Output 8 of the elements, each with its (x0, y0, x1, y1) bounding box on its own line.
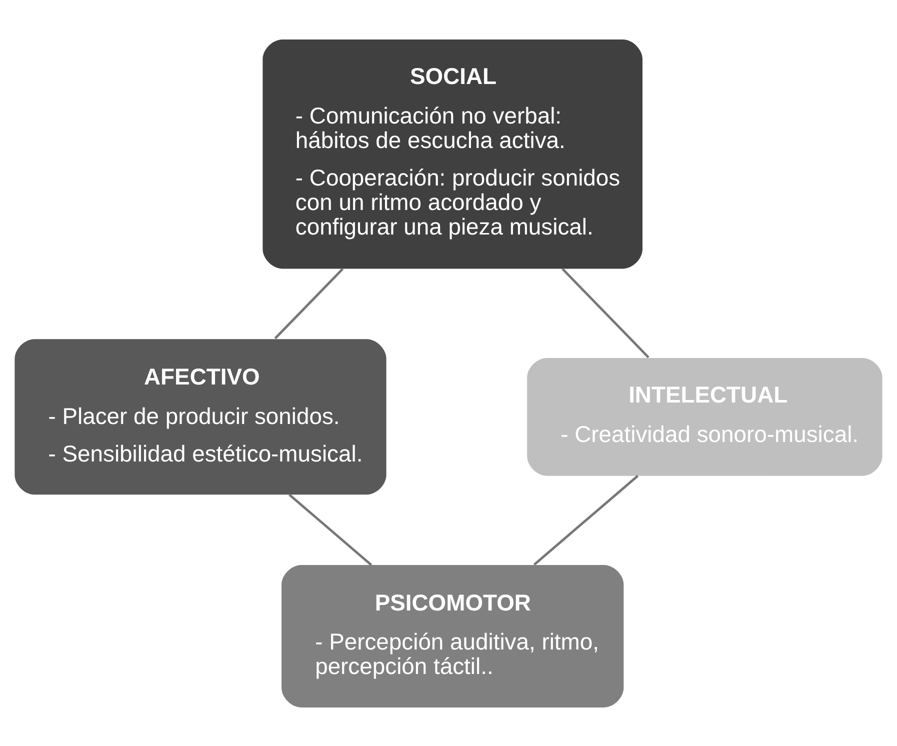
node-box: INTELECTUAL - Creatividad sonoro-musical. (527, 357, 882, 476)
connector (562, 267, 650, 358)
connector (274, 267, 344, 339)
node-box: PSICOMOTOR - Percepción auditiva, ritmo, percepción táctil.. (282, 564, 624, 707)
node-box: SOCIAL - Comunicación no verbal: hábitos de escucha activa. - Cooperación: producir sonidos con un ritmo acordado y configurar una pieza musical. (262, 39, 642, 268)
connector (288, 493, 372, 566)
node-box: AFECTIVO - Placer de producir sonidos. - Sensibilidad estético-musical. (14, 338, 386, 494)
connector (533, 474, 639, 566)
